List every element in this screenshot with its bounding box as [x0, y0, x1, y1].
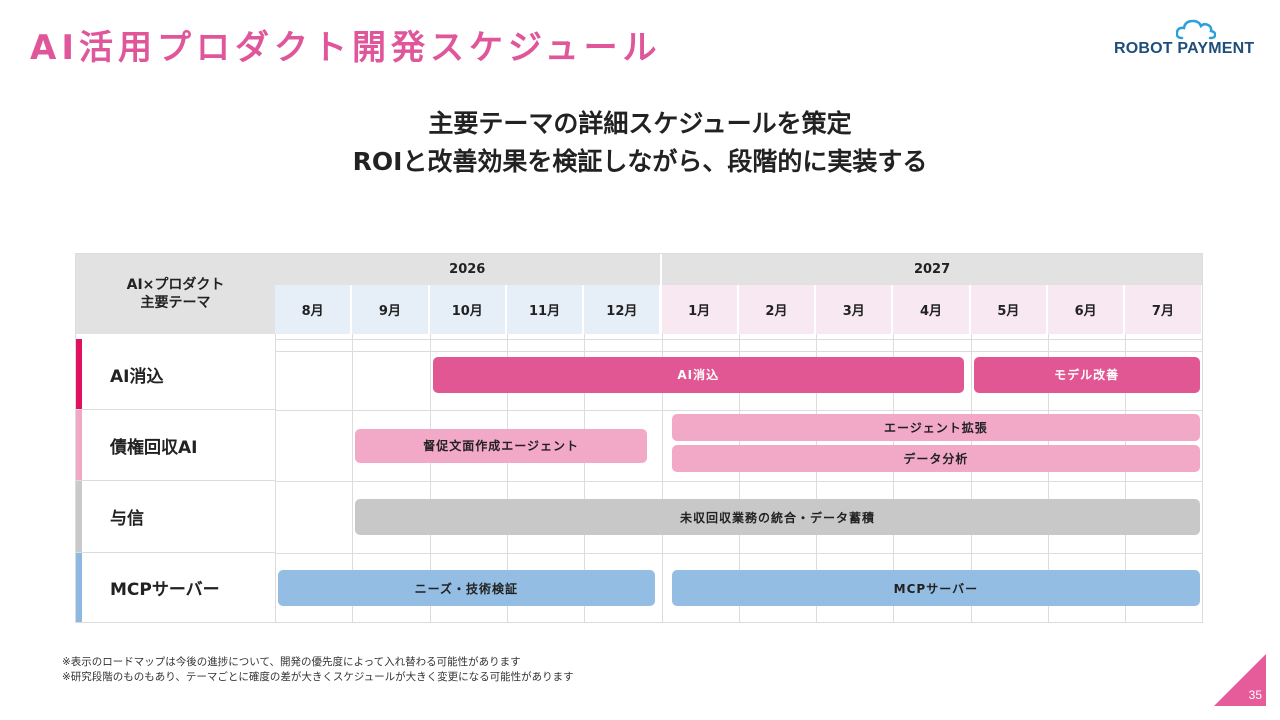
year-header: 2027: [661, 254, 1202, 285]
page-title: AI活用プロダクト開発スケジュール: [30, 28, 662, 68]
row-accent-saiken-kaishu-ai: [76, 410, 82, 481]
row-accent-mcp-server: [76, 552, 82, 622]
grid-line: [275, 351, 1202, 352]
grid-column-line: [661, 334, 663, 622]
month-header: 10月: [429, 285, 507, 334]
footnotes: ※表示のロードマップは今後の進捗について、開発の優先度によって入れ替わる可能性が…: [62, 655, 574, 685]
gantt-bar-yoshin: 未収回収業務の統合・データ蓄積: [355, 499, 1200, 535]
gantt-bar-ai-shokomi: モデル改善: [973, 356, 1200, 393]
row-label-ai-shokomi: AI消込: [76, 339, 275, 411]
month-header: 3月: [816, 285, 894, 334]
gantt-bar-ai-shokomi: AI消込: [432, 356, 964, 393]
grid-column-line: [970, 334, 972, 622]
subtitle-line-1: 主要テーマの詳細スケジュールを策定: [428, 109, 852, 138]
logo-text: ROBOT PAYMENT: [1114, 40, 1255, 57]
grid-column-line: [429, 334, 431, 622]
grid-row-line: [275, 552, 1202, 554]
corner-label-line-2: 主要テーマ: [140, 295, 211, 311]
gantt-bar-saiken-kaishu-ai: データ分析: [672, 445, 1200, 473]
year-header: 2026: [275, 254, 660, 285]
row-label-saiken-kaishu-ai: 債権回収AI: [76, 410, 275, 482]
gantt-bar-mcp-server: MCPサーバー: [672, 570, 1200, 607]
row-label-yoshin: 与信: [76, 481, 275, 553]
cloud-logo-icon: [1176, 19, 1216, 40]
gantt-bar-saiken-kaishu-ai: 督促文面作成エージェント: [355, 428, 647, 463]
footnote: ※研究段階のものもあり、テーマごとに確度の差が大きくスケジュールが大きく変更にな…: [62, 671, 574, 683]
gantt-bar-saiken-kaishu-ai: エージェント拡張: [672, 414, 1200, 442]
row-label-mcp-server: MCPサーバー: [76, 553, 275, 622]
grid-column-line: [816, 334, 818, 622]
month-header: 5月: [970, 285, 1048, 334]
month-header: 4月: [893, 285, 971, 334]
grid-line: [275, 339, 1202, 340]
month-header: 7月: [1125, 285, 1202, 334]
row-accent-ai-shokomi: [76, 339, 82, 410]
month-header: 1月: [661, 285, 739, 334]
month-header: 6月: [1048, 285, 1126, 334]
grid-column-line: [584, 334, 586, 622]
grid-column-line: [506, 334, 508, 622]
corner-label-line-1: AI×プロダクト: [126, 276, 225, 293]
grid-column-line: [738, 334, 740, 622]
grid-row-line: [275, 410, 1202, 412]
corner-triangle-decoration: [1214, 654, 1266, 706]
month-header: 9月: [352, 285, 430, 334]
grid-row-line: [275, 481, 1202, 483]
month-header: 2月: [738, 285, 817, 334]
gantt-bar-mcp-server: ニーズ・技術検証: [278, 570, 655, 607]
grid-column-line: [275, 334, 276, 622]
company-logo: ROBOT PAYMENT: [1114, 18, 1260, 62]
month-header: 12月: [584, 285, 662, 334]
grid-column-line: [352, 334, 354, 622]
grid-column-line: [893, 334, 895, 622]
month-header: 11月: [506, 285, 585, 334]
footnote: ※表示のロードマップは今後の進捗について、開発の優先度によって入れ替わる可能性が…: [62, 656, 521, 668]
subtitle-line-2: ROIと改善効果を検証しながら、段階的に実装する: [352, 147, 928, 176]
table-corner-header: AI×プロダクト 主要テーマ: [76, 254, 275, 334]
row-accent-yoshin: [76, 481, 82, 552]
grid-column-line: [1048, 334, 1049, 622]
month-header: 8月: [275, 285, 353, 334]
page-number: 35: [1248, 688, 1262, 702]
grid-column-line: [1125, 334, 1127, 622]
